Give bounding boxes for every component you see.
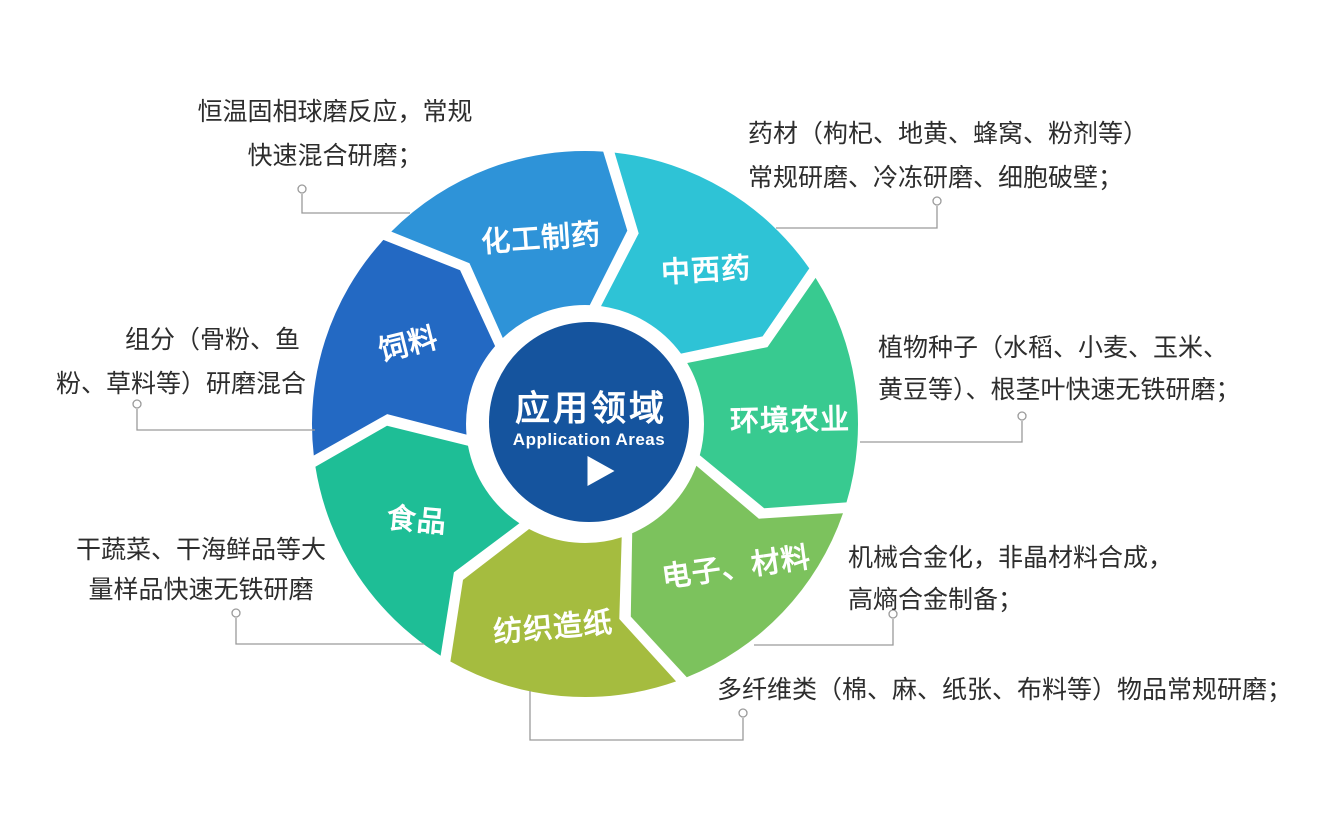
wheel-segment <box>630 465 843 678</box>
note-line: 干蔬菜、干海鲜品等大 <box>75 536 326 564</box>
note-line: 药材（枸杞、地黄、蜂窝、粉剂等） <box>748 120 1149 148</box>
note-line: 高熵合金制备； <box>848 586 1024 614</box>
callout-line-materials <box>754 619 894 646</box>
wheel-segment <box>391 150 628 338</box>
note-line: 快速混合研磨； <box>247 142 423 170</box>
callout-line-textile <box>529 691 744 741</box>
callout-dot <box>932 196 942 206</box>
note-line: 组分（骨粉、鱼 <box>124 326 300 354</box>
segment-label-chinese-western-medicine: 中西药 <box>660 252 752 290</box>
note-environment-agriculture: 植物种子（水稻、小麦、玉米、 黄豆等）、根茎叶快速无铁研磨； <box>878 327 1278 411</box>
segment-label-chemical-pharma: 化工制药 <box>480 218 603 260</box>
callout-line-agriculture <box>860 421 1023 443</box>
note-line: 黄豆等）、根茎叶快速无铁研磨； <box>878 376 1241 404</box>
note-textile-paper: 多纤维类（棉、麻、纸张、布料等）物品常规研磨； <box>717 668 1317 712</box>
wheel-segment <box>311 239 496 456</box>
wheel-segment <box>315 425 520 656</box>
wheel-segment <box>450 529 677 698</box>
note-line: 多纤维类（棉、麻、纸张、布料等）物品常规研磨； <box>717 676 1293 704</box>
callout-dot <box>231 608 241 618</box>
callout-line-feed <box>136 409 315 431</box>
callout-dot <box>132 399 142 409</box>
note-food: 干蔬菜、干海鲜品等大 量样品快速无铁研磨 <box>70 530 332 610</box>
callout-dot <box>888 609 898 619</box>
callout-dot <box>738 708 748 718</box>
note-line: 机械合金化，非晶材料合成， <box>848 544 1174 572</box>
play-icon[interactable] <box>587 456 615 486</box>
callout-dot <box>1017 411 1027 421</box>
wheel-segment <box>687 277 858 509</box>
callout-line-medicine <box>776 206 938 229</box>
callout-dot <box>297 184 307 194</box>
note-feed: 组分（骨粉、鱼 粉、草料等）研磨混合 <box>56 318 307 406</box>
center-subtitle: Application Areas <box>512 430 666 449</box>
callout-line-food <box>235 618 424 645</box>
note-line: 量样品快速无铁研磨 <box>88 576 314 604</box>
note-electronics-materials: 机械合金化，非晶材料合成， 高熵合金制备； <box>848 537 1218 621</box>
note-chemical-pharma: 恒温固相球磨反应，常规 快速混合研磨； <box>175 90 495 178</box>
callout-dots <box>132 184 1027 718</box>
segment-label-food: 食品 <box>385 502 449 540</box>
center-title: 应用领域 <box>514 389 668 429</box>
note-chinese-western-medicine: 药材（枸杞、地黄、蜂窝、粉剂等） 常规研磨、冷冻研磨、细胞破壁； <box>748 112 1168 200</box>
callout-lines <box>136 194 1023 741</box>
center-hub-circle <box>489 322 689 522</box>
note-line: 植物种子（水稻、小麦、玉米、 <box>878 334 1229 362</box>
note-line: 粉、草料等）研磨混合 <box>56 370 307 398</box>
wheel-segment <box>601 152 810 354</box>
note-line: 恒温固相球磨反应，常规 <box>197 98 473 126</box>
segment-label-environment-agriculture: 环境农业 <box>729 403 851 439</box>
note-line: 常规研磨、冷冻研磨、细胞破壁； <box>748 164 1124 192</box>
callout-line-chemical <box>301 194 410 214</box>
